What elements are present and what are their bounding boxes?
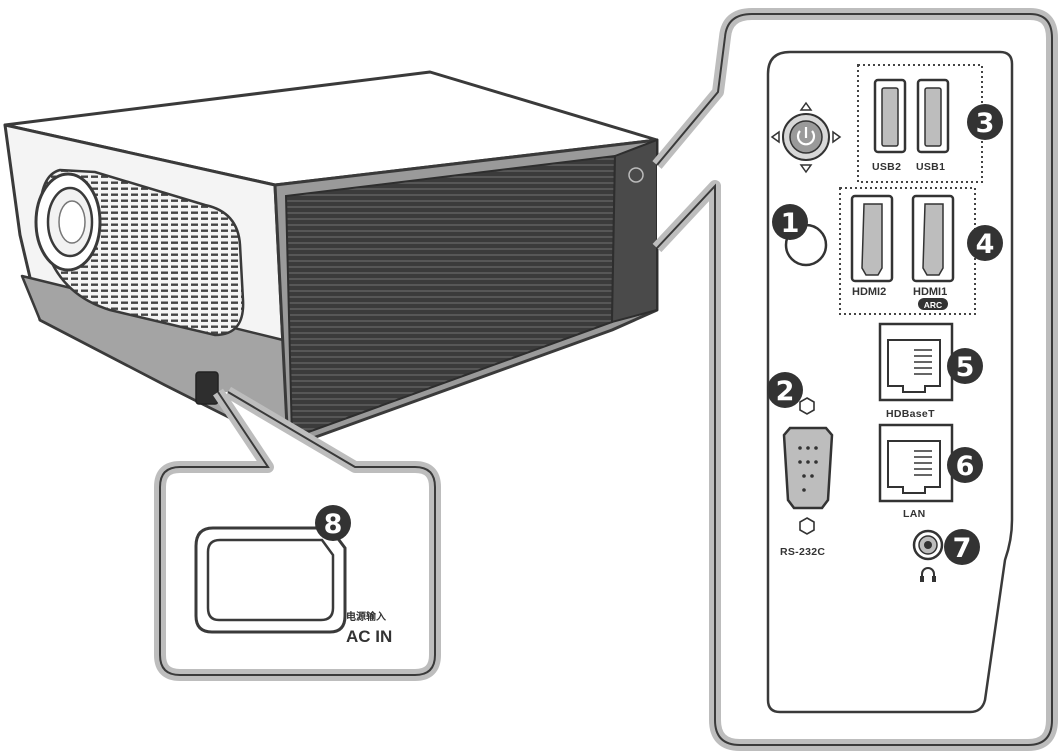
lan-port bbox=[878, 423, 954, 503]
callout-badge-1: 1 bbox=[772, 204, 808, 240]
ac-inlet-on-body bbox=[195, 371, 219, 405]
svg-text:8: 8 bbox=[324, 509, 343, 540]
port-plate bbox=[766, 50, 1014, 714]
screw-icon-lower bbox=[799, 517, 815, 535]
ac-inlet-port bbox=[194, 526, 347, 634]
lens-glass bbox=[58, 200, 86, 244]
side-port-panel bbox=[610, 138, 658, 324]
callout-badge-6: 6 bbox=[947, 447, 983, 483]
usb2-port bbox=[873, 78, 907, 154]
callout-badge-3: 3 bbox=[967, 104, 1003, 140]
hdbaset-port bbox=[878, 322, 954, 402]
svg-text:1: 1 bbox=[781, 208, 800, 239]
callout-badge-8: 8 bbox=[315, 505, 351, 541]
svg-text:2: 2 bbox=[776, 376, 795, 407]
ac-in-chinese-label: 电源输入 bbox=[346, 610, 386, 623]
lan-label: LAN bbox=[903, 508, 925, 520]
arc-label: ARC bbox=[924, 300, 942, 310]
callout-badge-2: 2 bbox=[767, 372, 803, 408]
usb2-label: USB2 bbox=[872, 161, 901, 173]
side-panel-power-icon bbox=[628, 167, 644, 183]
power-icon bbox=[796, 127, 816, 146]
headphone-icon bbox=[920, 567, 936, 582]
headphone-jack bbox=[912, 529, 944, 561]
hdmi1-label: HDMI1 bbox=[913, 286, 947, 298]
hdbaset-label: HDBaseT bbox=[886, 408, 935, 420]
callout-badge-7: 7 bbox=[944, 529, 980, 565]
svg-text:7: 7 bbox=[953, 533, 972, 564]
svg-text:5: 5 bbox=[956, 352, 975, 383]
usb-group-outline bbox=[857, 64, 983, 183]
rs232c-port bbox=[782, 426, 834, 510]
svg-text:4: 4 bbox=[976, 229, 995, 260]
usb1-port bbox=[916, 78, 950, 154]
svg-text:6: 6 bbox=[956, 451, 975, 482]
ac-in-label: AC IN bbox=[346, 627, 392, 646]
hdmi2-label: HDMI2 bbox=[852, 286, 886, 298]
hdmi1-port bbox=[911, 194, 955, 283]
screw-icon bbox=[799, 397, 815, 415]
side-vent-grille bbox=[284, 154, 617, 440]
usb1-label: USB1 bbox=[916, 161, 945, 173]
hdmi2-port bbox=[850, 194, 894, 283]
svg-text:3: 3 bbox=[976, 108, 995, 139]
rs232c-label: RS-232C bbox=[780, 546, 825, 558]
projector-body bbox=[3, 70, 659, 449]
callout-badge-4: 4 bbox=[967, 225, 1003, 261]
arc-badge bbox=[918, 298, 948, 310]
power-joystick bbox=[770, 101, 842, 174]
callout-badge-5: 5 bbox=[947, 348, 983, 384]
